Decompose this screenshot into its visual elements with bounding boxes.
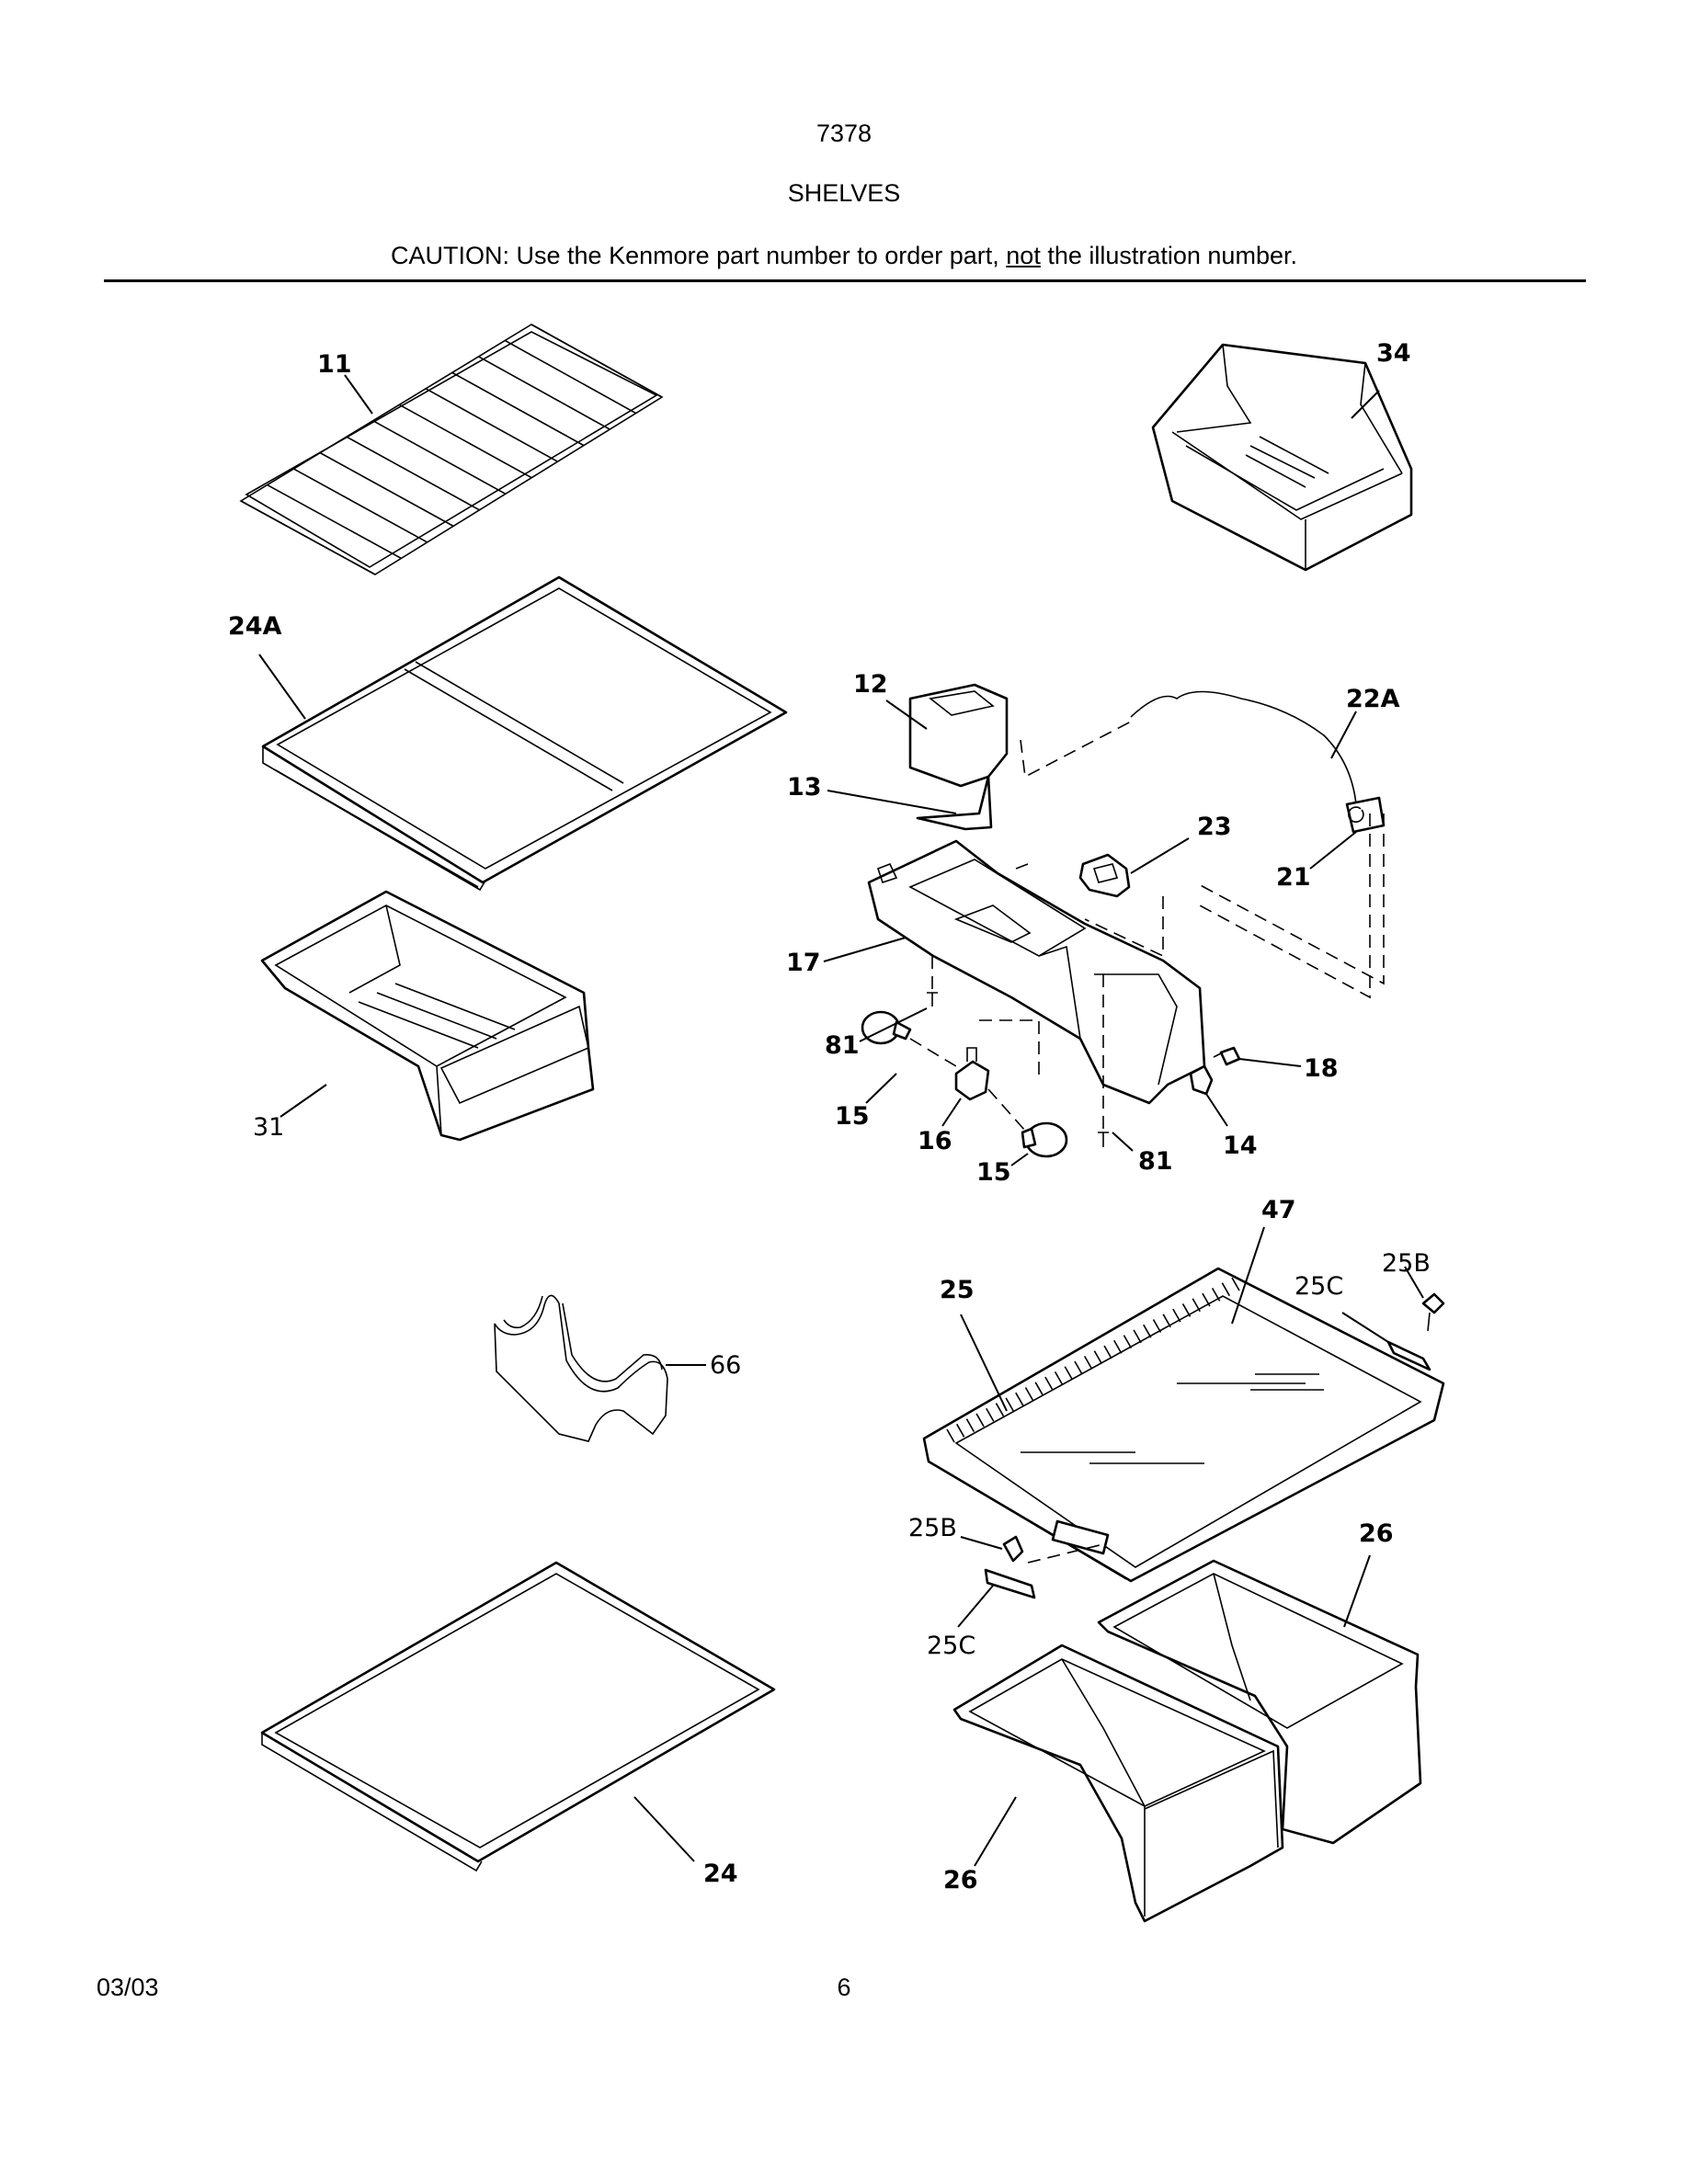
callout-81a: 81 [825,1031,860,1060]
callout-14: 14 [1223,1132,1258,1160]
thermostat [1078,853,1131,898]
callout-25c-top: 25C [1295,1272,1343,1301]
callout-25c-bot: 25C [927,1632,975,1660]
callout-15a: 15 [835,1102,870,1131]
callout-12: 12 [853,670,888,699]
callout-25b-bot: 25B [908,1514,957,1542]
callout-18: 18 [1304,1054,1339,1083]
caution-text-end: the illustration number. [1040,242,1297,269]
callout-24a: 24A [228,612,282,641]
light-control-assembly [867,683,1206,1105]
callout-81b: 81 [1138,1147,1173,1176]
revision-date: 03/03 [97,1974,159,2001]
callout-17: 17 [786,949,821,977]
callout-26-top: 26 [1359,1519,1394,1548]
glass-shelf-divided [261,575,788,892]
callout-15b: 15 [976,1158,1011,1187]
callout-11: 11 [317,350,352,379]
wire-bottle-holder [494,1294,668,1442]
callout-26-bot: 26 [943,1866,978,1894]
crisper-drawers-pair [952,1559,1422,1923]
shelf-clips [984,1292,1445,1599]
header-rule [104,279,1586,282]
leader-lines [258,374,1424,1867]
callout-25b-top: 25B [1382,1249,1431,1278]
callout-22a: 22A [1346,685,1400,713]
caution-emphasis: not [1006,242,1041,269]
callout-47: 47 [1261,1196,1296,1224]
callout-21: 21 [1276,863,1311,892]
callout-24: 24 [703,1860,738,1888]
callout-23: 23 [1197,813,1232,841]
section-title: SHELVES [787,179,901,207]
caution-note: CAUTION: Use the Kenmore part number to … [0,242,1688,270]
callout-labels: 11 34 24A 12 22A 13 23 21 17 81 18 15 16… [228,339,1431,1894]
callout-25: 25 [940,1276,975,1304]
screws [927,992,1109,1147]
page-number: 6 [837,1974,851,2001]
caution-text: CAUTION: Use the Kenmore part number to … [391,242,1007,269]
wire-shelf [239,324,664,575]
crisper-drawer-left [260,890,595,1142]
model-number: 7378 [815,119,873,147]
assembly-lines [909,721,1385,1132]
lamp-socket-and-bulbs [861,1010,1068,1158]
callout-34: 34 [1376,339,1411,368]
crisper-bin-small [1151,343,1413,572]
callout-31: 31 [253,1113,284,1142]
callout-16: 16 [918,1127,952,1155]
callout-66: 66 [710,1351,741,1380]
callout-13: 13 [787,773,822,802]
glass-shelf-full [260,1561,776,1872]
deli-shelf-cover [922,1267,1445,1583]
